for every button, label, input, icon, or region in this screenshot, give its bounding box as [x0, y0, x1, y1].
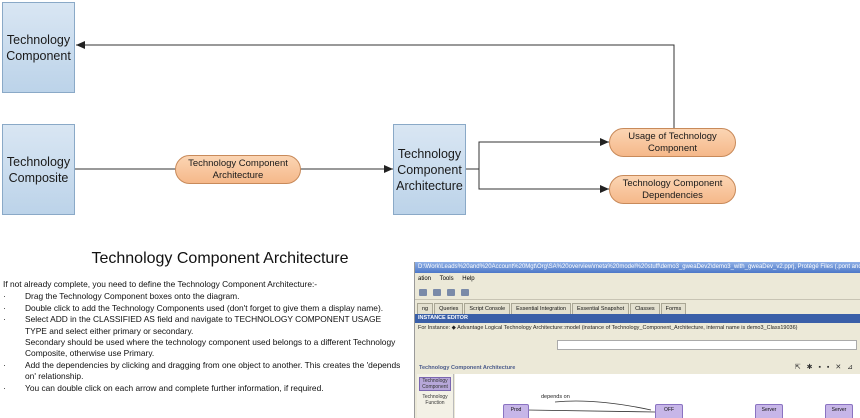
- canvas-title: Technology Component Architecture: [419, 365, 516, 371]
- instruction-text: Double click to add the Technology Compo…: [25, 302, 384, 313]
- technology-composite-box: Technology Composite: [2, 124, 75, 215]
- instructions: If not already complete, you need to def…: [3, 279, 403, 394]
- canvas-node[interactable]: Server: [825, 404, 853, 418]
- relation-pill-dependencies: Technology Component Dependencies: [609, 175, 736, 204]
- section-title: Technology Component Architecture: [91, 250, 349, 267]
- palette-item-technology-function[interactable]: Technology Function: [422, 394, 448, 406]
- palette: Technology Component Technology Function: [417, 374, 454, 418]
- diagram-canvas[interactable]: depends on Prod OFF Server Server: [455, 374, 860, 418]
- bullet: ·: [3, 382, 6, 393]
- technology-component-box: Technology Component: [2, 2, 75, 93]
- instruction-step: · Add the dependencies by clicking and d…: [3, 360, 403, 383]
- paste-icon[interactable]: [461, 288, 469, 296]
- arrow-usage-to-component: [76, 41, 675, 128]
- instruction-text: Drag the Technology Component boxes onto…: [25, 291, 240, 302]
- tab-forms[interactable]: Forms: [660, 303, 687, 314]
- screenshot-titlebar: D:\Work\Leads%20and%20Account%20Mgt\Org\…: [415, 262, 860, 273]
- arrow-architecture-to-usage: [466, 138, 609, 170]
- edge-label: depends on: [541, 394, 570, 400]
- canvas-node[interactable]: Prod: [503, 404, 529, 418]
- technology-component-label: Technology Component: [6, 32, 71, 63]
- bullet: ·: [3, 291, 6, 302]
- palette-item-technology-component[interactable]: Technology Component: [419, 377, 451, 391]
- arrow-architecture-to-dependencies: [478, 169, 609, 193]
- tab-queries[interactable]: Queries: [434, 303, 464, 314]
- save-icon[interactable]: [433, 288, 441, 296]
- depends-on-edge-curve: [554, 400, 652, 411]
- canvas-edges: [526, 400, 656, 413]
- name-input[interactable]: [557, 340, 857, 350]
- instructions-list: · Drag the Technology Component boxes on…: [3, 291, 403, 394]
- relation-pill-tca-label: Technology Component Architecture: [188, 157, 288, 181]
- copy-icon[interactable]: [447, 288, 455, 296]
- technology-component-architecture-box: Technology Component Architecture: [393, 124, 466, 215]
- relation-pill-tca: Technology Component Architecture: [175, 155, 301, 184]
- instructions-intro: If not already complete, you need to def…: [3, 279, 318, 289]
- relation-pill-usage-label: Usage of Technology Component: [628, 130, 717, 154]
- tab-script-console[interactable]: Script Console: [464, 303, 511, 314]
- relation-pill-dependencies-label: Technology Component Dependencies: [622, 177, 723, 201]
- instruction-note: Secondary should be used where the techn…: [25, 337, 396, 359]
- canvas-toolbar[interactable]: ⇱ ✱ ▪ ▪ ✕ ⊿: [794, 364, 855, 371]
- instruction-text: You can double click on each arrow and c…: [25, 382, 324, 393]
- instruction-step: · Select ADD in the CLASSIFIED AS field …: [3, 314, 403, 360]
- screenshot-menubar: ation Tools Help: [415, 273, 860, 285]
- menu-item-help[interactable]: Help: [462, 276, 475, 282]
- instruction-text: Select ADD in the CLASSIFIED AS field an…: [25, 314, 382, 336]
- bullet: ·: [3, 314, 6, 325]
- canvas-node[interactable]: OFF: [655, 404, 683, 418]
- instruction-step: · Double click to add the Technology Com…: [3, 303, 403, 314]
- depends-on-edge: [526, 409, 656, 413]
- screenshot-toolbar: [415, 285, 860, 300]
- bullet: ·: [3, 359, 6, 370]
- tab-essential-snapshot[interactable]: Essential Snapshot: [572, 303, 630, 314]
- open-icon[interactable]: [419, 288, 427, 296]
- tab[interactable]: ng: [417, 303, 434, 314]
- diagram-connectors: [75, 41, 675, 193]
- instruction-step: · Drag the Technology Component boxes on…: [3, 291, 403, 302]
- instruction-text: Add the dependencies by clicking and dra…: [25, 359, 401, 382]
- protege-screenshot: D:\Work\Leads%20and%20Account%20Mgt\Org\…: [414, 262, 860, 418]
- instruction-step: · You can double click on each arrow and…: [3, 383, 403, 394]
- canvas-node[interactable]: Server: [755, 404, 783, 418]
- menu-item-tools[interactable]: Tools: [439, 276, 454, 282]
- instance-editor-header: INSTANCE EDITOR: [415, 314, 860, 323]
- relation-pill-usage: Usage of Technology Component: [609, 128, 736, 157]
- technology-component-architecture-label: Technology Component Architecture: [396, 146, 463, 193]
- menu-item[interactable]: ation: [418, 276, 432, 282]
- bullet: ·: [3, 302, 6, 313]
- tab-classes[interactable]: Classes: [630, 303, 660, 314]
- technology-composite-label: Technology Composite: [6, 154, 71, 185]
- instance-line: For Instance: ◆ Advantage Logical Techno…: [418, 325, 798, 331]
- tab-essential-integration[interactable]: Essential Integration: [511, 303, 572, 314]
- screenshot-tabs: ng Queries Script Console Essential Inte…: [415, 302, 860, 314]
